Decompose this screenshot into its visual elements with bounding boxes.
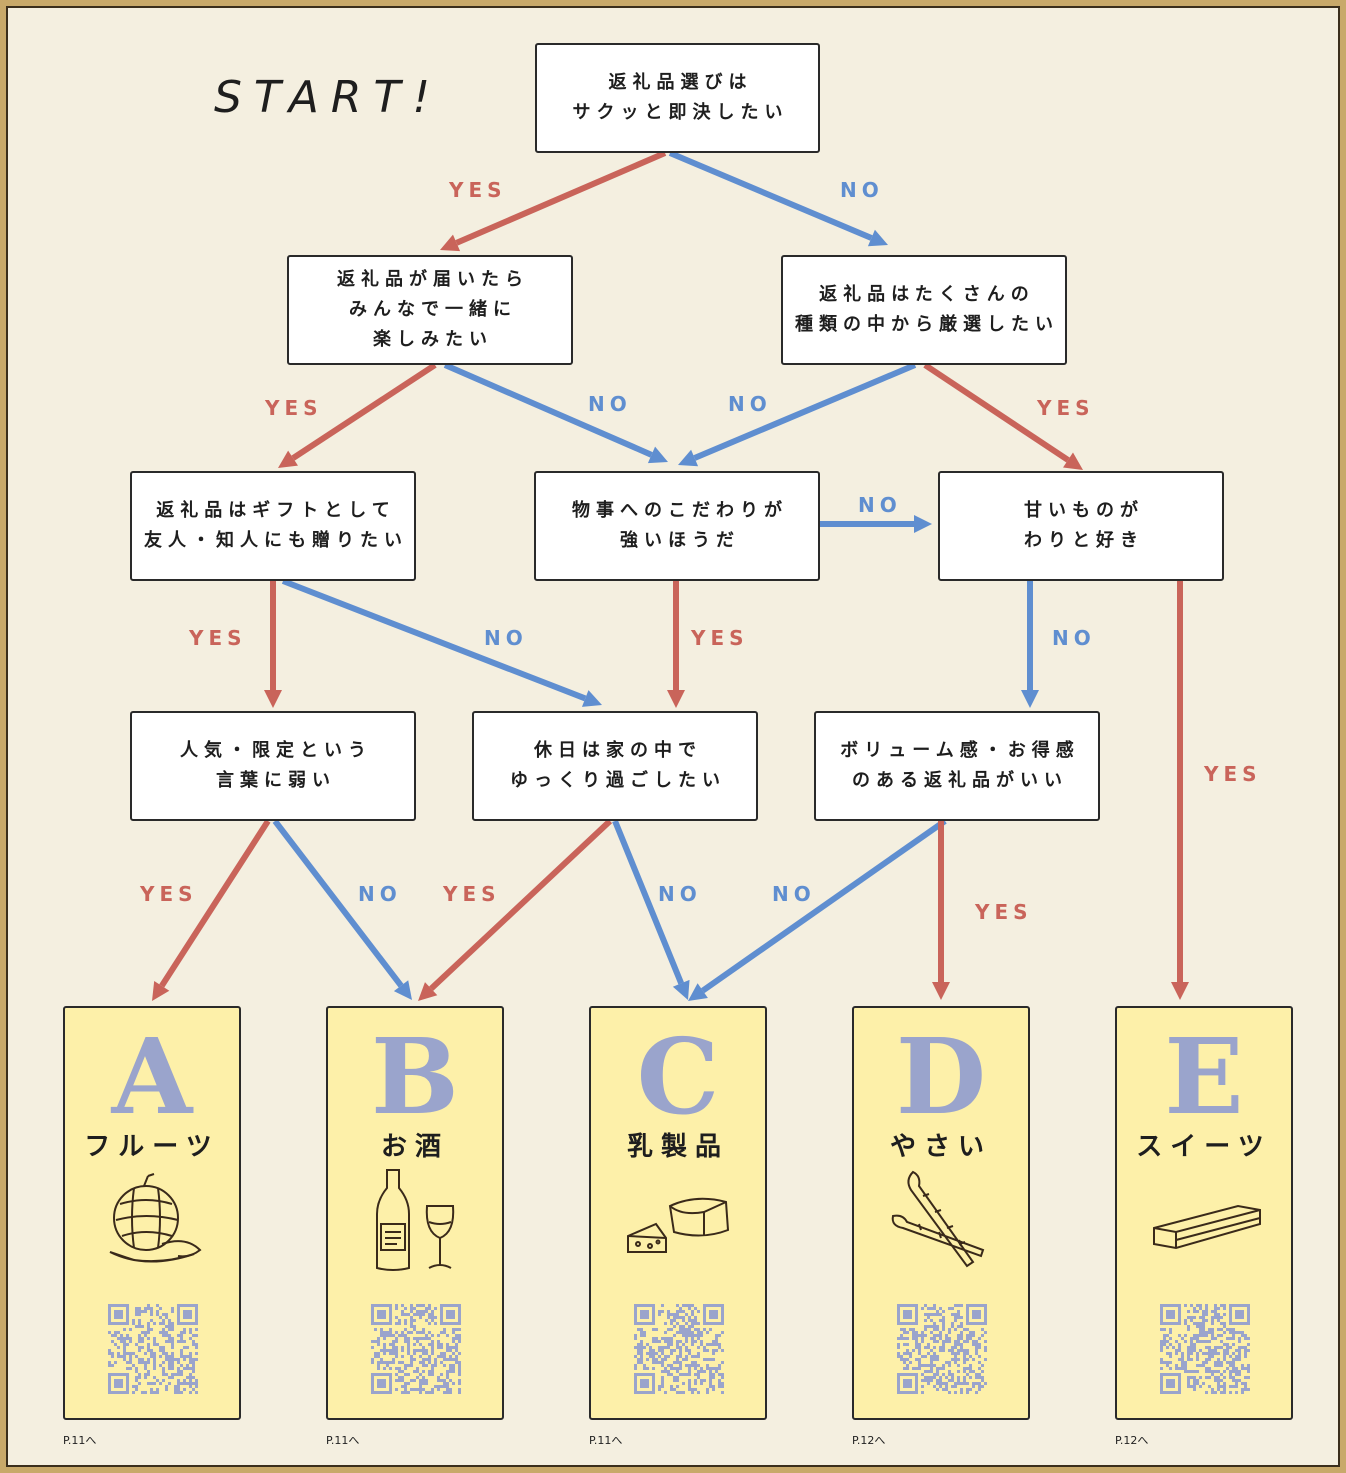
page-reference: P.11へ [63, 1434, 97, 1447]
no-label: NO [728, 392, 772, 416]
question-text: 返礼品が届いたら みんなで一緒に 楽しみたい [337, 269, 529, 350]
result-category: お酒 [380, 1132, 449, 1162]
question-text: 休日は家の中で ゆっくり過ごしたい [510, 740, 726, 791]
question-box-q4: 返礼品はギフトとして 友人・知人にも贈りたい [130, 471, 416, 581]
question-box-q2: 返礼品が届いたら みんなで一緒に 楽しみたい [287, 255, 573, 365]
start-title: START! [214, 72, 442, 123]
question-text: 返礼品はたくさんの 種類の中から厳選したい [795, 284, 1059, 335]
question-text: 物事へのこだわりが 強いほうだ [572, 500, 788, 551]
question-box-q3: 返礼品はたくさんの 種類の中から厳選したい [781, 255, 1067, 365]
result-box-c: C 乳製品 [589, 1006, 767, 1420]
no-label: NO [358, 882, 402, 906]
result-letter: A [111, 1015, 193, 1138]
result-letter: E [1164, 1015, 1244, 1138]
qr-code-icon[interactable] [1160, 1304, 1250, 1394]
question-text: 返礼品選びは サクッと即決したい [572, 72, 789, 123]
result-category: フルーツ [84, 1132, 220, 1162]
yes-label: YES [443, 882, 501, 906]
question-text: 返礼品はギフトとして 友人・知人にも贈りたい [144, 500, 408, 551]
yes-label: YES [189, 626, 247, 650]
result-category: 乳製品 [626, 1132, 729, 1162]
result-box-d: D やさい [852, 1006, 1030, 1420]
result-box-b: B お酒 [326, 1006, 504, 1420]
no-label: NO [658, 882, 702, 906]
yes-label: YES [140, 882, 198, 906]
page-reference: P.12へ [1115, 1434, 1149, 1447]
page-reference: P.12へ [852, 1434, 886, 1447]
cake-icon [1153, 1204, 1261, 1250]
qr-code-icon[interactable] [897, 1304, 987, 1394]
no-label: NO [840, 178, 884, 202]
yes-label: YES [1037, 396, 1095, 420]
result-category: やさい [889, 1132, 992, 1162]
question-box-q1: 返礼品選びは サクッと即決したい [535, 43, 820, 153]
no-label: NO [588, 392, 632, 416]
question-box-q7: 人気・限定という 言葉に弱い [130, 711, 416, 821]
cheese-icon [627, 1197, 730, 1253]
result-box-e: E スイーツ [1115, 1006, 1293, 1420]
page-reference: P.11へ [326, 1434, 360, 1447]
qr-code-icon[interactable] [108, 1304, 198, 1394]
yes-label: YES [265, 396, 323, 420]
result-letter: D [895, 1015, 987, 1138]
question-box-q6: 甘いものが わりと好き [938, 471, 1224, 581]
yes-label: YES [691, 626, 749, 650]
no-label: NO [1052, 626, 1096, 650]
question-box-q5: 物事へのこだわりが 強いほうだ [534, 471, 820, 581]
melon-icon [109, 1173, 202, 1263]
qr-code-icon[interactable] [371, 1304, 461, 1394]
question-box-q9: ボリューム感・お得感 のある返礼品がいい [814, 711, 1100, 821]
question-text: 人気・限定という 言葉に弱い [180, 740, 372, 791]
yes-label: YES [1204, 762, 1262, 786]
result-letter: C [636, 1015, 720, 1138]
no-label: NO [772, 882, 816, 906]
qr-code-icon[interactable] [634, 1304, 724, 1394]
yes-label: YES [975, 900, 1033, 924]
asparagus-icon [891, 1170, 985, 1268]
result-box-a: A フルーツ [63, 1006, 241, 1420]
no-label: NO [858, 493, 902, 517]
wine-icon [376, 1169, 455, 1271]
no-label: NO [484, 626, 528, 650]
question-text: 甘いものが わりと好き [1024, 500, 1144, 551]
question-text: ボリューム感・お得感 のある返礼品がいい [840, 740, 1080, 791]
result-letter: B [371, 1015, 459, 1138]
page-reference: P.11へ [589, 1434, 623, 1447]
question-box-q8: 休日は家の中で ゆっくり過ごしたい [472, 711, 758, 821]
result-category: スイーツ [1136, 1132, 1272, 1162]
yes-label: YES [449, 178, 507, 202]
